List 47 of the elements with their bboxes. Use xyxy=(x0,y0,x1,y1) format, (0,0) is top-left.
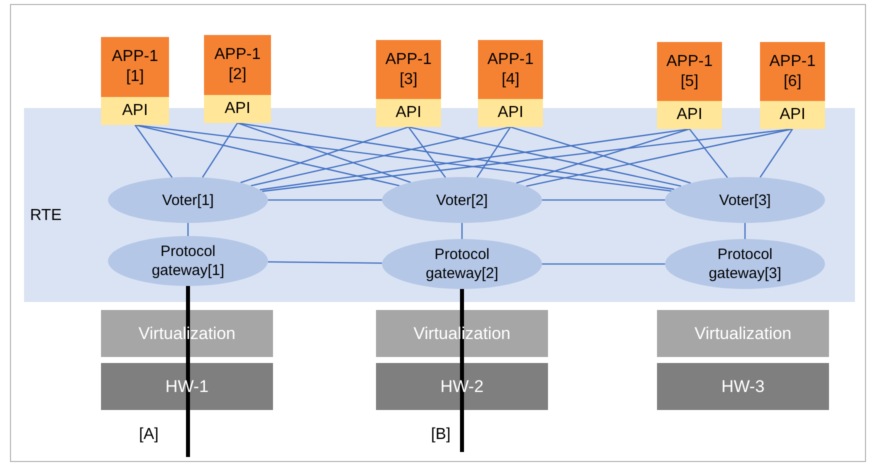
app-box: APP-1 [3] xyxy=(376,40,441,99)
connector-line xyxy=(526,128,793,187)
connector-line xyxy=(688,128,728,178)
connector-line xyxy=(408,126,682,187)
api-box: API xyxy=(204,95,271,123)
api-box: API xyxy=(101,97,169,125)
edge-label: [B] xyxy=(430,426,452,444)
api-box: API xyxy=(657,101,722,129)
app-box: APP-1 [1] xyxy=(101,37,169,97)
connector-line xyxy=(250,126,511,186)
connector-line xyxy=(187,223,189,236)
connector-line xyxy=(268,261,382,264)
gateway-ellipse: Protocol gateway[2] xyxy=(382,239,542,289)
api-box: API xyxy=(760,101,825,129)
app-box: APP-1 [2] xyxy=(204,35,271,95)
layer-label: Virtualization xyxy=(694,324,792,344)
connector-line xyxy=(744,223,746,239)
connector-line xyxy=(408,126,446,178)
connector-line xyxy=(542,199,665,201)
connector-line xyxy=(134,124,173,178)
connector-line xyxy=(268,199,382,201)
connector-line xyxy=(476,126,512,178)
hardware-layer xyxy=(376,363,548,410)
hardware-layer xyxy=(101,363,273,410)
gateway-ellipse: Protocol gateway[1] xyxy=(108,236,268,286)
layer-label: HW-3 xyxy=(721,376,765,396)
voter-ellipse: Voter[2] xyxy=(382,177,542,223)
app-box: APP-1 [6] xyxy=(760,42,825,101)
api-box: API xyxy=(376,99,441,127)
connector-line xyxy=(542,263,665,265)
virtualization-layer xyxy=(657,310,829,357)
connector-line xyxy=(202,122,238,178)
connector-line xyxy=(134,124,400,186)
gateway-ellipse: Protocol gateway[3] xyxy=(665,239,825,289)
connector-line xyxy=(760,128,794,178)
connector-line xyxy=(461,223,463,239)
edge-label: [A] xyxy=(138,426,160,444)
voter-ellipse: Voter[1] xyxy=(108,177,268,223)
app-box: APP-1 [4] xyxy=(478,40,543,99)
signal-line xyxy=(460,289,464,452)
api-box: API xyxy=(478,99,543,127)
app-box: APP-1 [5] xyxy=(657,42,722,101)
band-title: RTE xyxy=(30,206,62,226)
connector-line xyxy=(237,122,674,190)
signal-line xyxy=(186,286,190,457)
voter-ellipse: Voter[3] xyxy=(665,177,825,223)
hardware-layer xyxy=(657,363,829,410)
